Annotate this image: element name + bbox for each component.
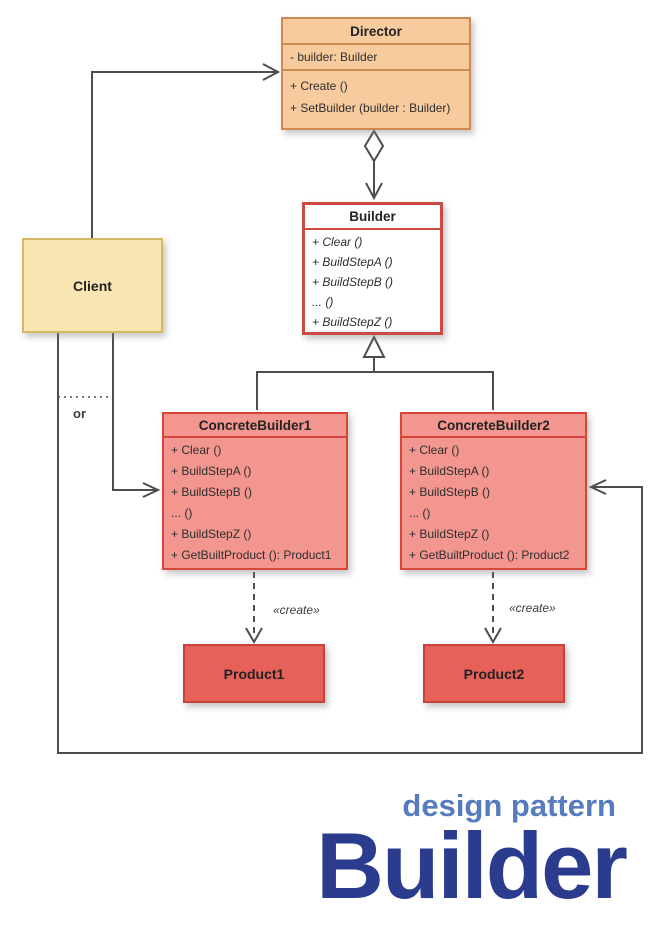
class-concretebuilder1-name: ConcreteBuilder1 [164, 414, 346, 438]
class-concretebuilder2-methods: + Clear () + BuildStepA () + BuildStepB … [402, 438, 585, 566]
class-builder-methods: + Clear () + BuildStepA () + BuildStepB … [305, 230, 440, 332]
create-dependency-1 [245, 572, 263, 645]
method: + BuildStepA () [171, 464, 252, 478]
class-client: Client [22, 238, 163, 333]
method: ... () [312, 295, 334, 309]
method: + BuildStepB () [171, 485, 253, 499]
open-arrowhead-right-icon [142, 482, 161, 498]
class-director: Director - builder: Builder + Create () … [281, 17, 471, 130]
class-director-attributes: - builder: Builder [283, 45, 469, 71]
method: + BuildStepB () [312, 275, 394, 289]
open-arrowhead-left-icon [588, 479, 607, 495]
method: + BuildStepZ () [171, 527, 252, 541]
client-to-director-connector [91, 63, 281, 238]
method: ... () [171, 506, 193, 520]
attribute: - builder: Builder [290, 50, 378, 64]
class-concretebuilder2-name: ConcreteBuilder2 [402, 414, 585, 438]
class-product2-name: Product2 [463, 665, 525, 682]
class-product2: Product2 [423, 644, 565, 703]
footer-title: Builder [316, 813, 628, 918]
method: + Clear () [171, 443, 222, 457]
method: + BuildStepA () [312, 255, 393, 269]
method: + SetBuilder (builder : Builder) [290, 101, 451, 115]
create-dependency-2 [484, 572, 502, 645]
footer-subtitle: design pattern [402, 788, 616, 823]
class-product1: Product1 [183, 644, 325, 703]
create-stereotype-label: «create» [273, 603, 320, 617]
class-director-name: Director [283, 19, 469, 45]
class-concretebuilder1: ConcreteBuilder1 + Clear () + BuildStepA… [162, 412, 348, 570]
method: + Create () [290, 79, 348, 93]
class-director-methods: + Create () + SetBuilder (builder : Buil… [283, 71, 469, 119]
create-stereotype-label: «create» [509, 601, 556, 615]
open-arrowhead-right-icon [262, 63, 281, 81]
method: + BuildStepZ () [312, 315, 393, 329]
class-client-name: Client [73, 277, 112, 294]
method: ... () [409, 506, 431, 520]
method: + BuildStepA () [409, 464, 490, 478]
method: + GetBuiltProduct (): Product1 [171, 548, 332, 562]
aggregation-diamond-icon [363, 129, 385, 163]
method: + BuildStepZ () [409, 527, 490, 541]
inheritance-connector [256, 334, 494, 410]
client-to-concretebuilder1-connector [112, 333, 161, 498]
director-to-builder-connector [363, 129, 385, 201]
inheritance-triangle-icon [362, 334, 386, 358]
footer: design pattern Builder [316, 788, 628, 918]
open-arrowhead-down-icon [365, 182, 383, 201]
class-concretebuilder2: ConcreteBuilder2 + Clear () + BuildStepA… [400, 412, 587, 570]
method: + BuildStepB () [409, 485, 491, 499]
class-product1-name: Product1 [223, 665, 285, 682]
method: + Clear () [312, 235, 363, 249]
class-builder: Builder + Clear () + BuildStepA () + Bui… [302, 202, 443, 335]
class-builder-name: Builder [305, 205, 440, 230]
class-concretebuilder1-methods: + Clear () + BuildStepA () + BuildStepB … [164, 438, 346, 566]
method: + Clear () [409, 443, 460, 457]
open-arrowhead-down-icon [484, 627, 502, 645]
or-label: or [73, 406, 86, 421]
open-arrowhead-down-icon [245, 627, 263, 645]
method: + GetBuiltProduct (): Product2 [409, 548, 570, 562]
